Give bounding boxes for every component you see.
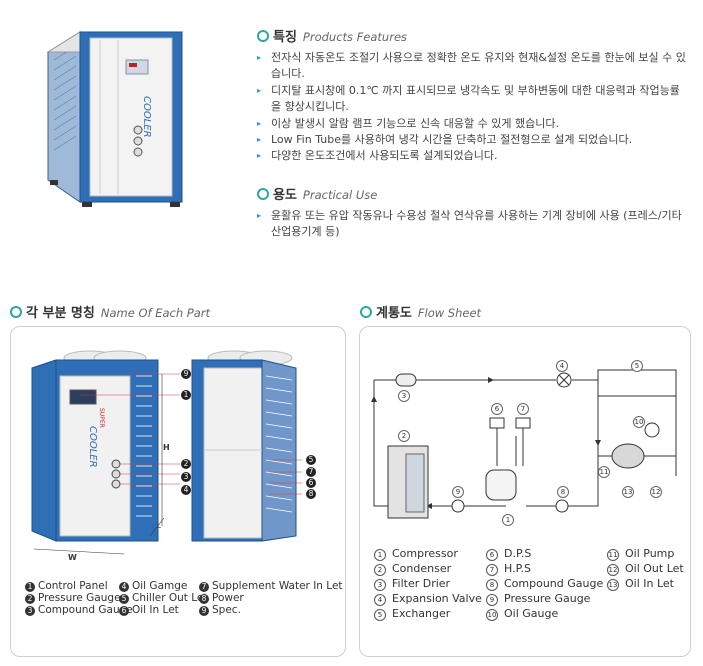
flow-num: 12: [650, 486, 662, 498]
flow-diagram: [371, 369, 677, 519]
dim-h-label: H: [163, 443, 170, 452]
part-marker: 1: [181, 390, 191, 400]
dim-l-label: L: [157, 522, 161, 530]
flow-num: 7: [517, 403, 529, 415]
part-marker: 5: [306, 455, 316, 465]
usage-heading: 용도 Practical Use: [257, 184, 377, 203]
section-ring-icon: [10, 306, 22, 318]
parts-heading: 각 부분 명칭 Name Of Each Part: [10, 302, 210, 321]
flow-num: 2: [398, 430, 410, 442]
flow-num: 6: [491, 403, 503, 415]
part-marker: 8: [306, 489, 316, 499]
parts-diagram: SUPER COOLER H L W: [31, 350, 302, 562]
usage-list: 윤활유 또는 유압 작동유나 수용성 절삭 연삭유를 사용하는 기계 장비에 사…: [257, 208, 687, 241]
flow-title-en: Flow Sheet: [417, 306, 482, 320]
features-list: 전자식 자동온도 조절기 사용으로 정확한 온도 유지와 현재&설정 온도를 한…: [257, 50, 687, 165]
flow-num: 13: [622, 486, 634, 498]
parts-title-ko: 각 부분 명칭: [26, 306, 95, 321]
part-marker: 6: [306, 478, 316, 488]
product-photo: COOLER: [46, 31, 184, 207]
dim-w-label: W: [68, 553, 77, 562]
features-item: Low Fin Tube를 사용하여 냉각 시간을 단축하고 절전형으로 설계 …: [257, 132, 687, 149]
product-photo-label: COOLER: [141, 96, 152, 138]
flow-num: 1: [502, 514, 514, 526]
flow-num: 4: [556, 360, 568, 372]
features-item: 디지탈 표시창에 0.1℃ 까지 표시되므로 냉각속도 및 부하변동에 대한 대…: [257, 83, 687, 116]
section-ring-icon: [257, 188, 269, 200]
part-marker: 9: [181, 369, 191, 379]
front-brand-text: SUPER: [98, 408, 105, 428]
flow-title-ko: 계통도: [376, 306, 412, 321]
flow-num: 9: [452, 486, 464, 498]
features-item: 전자식 자동온도 조절기 사용으로 정확한 온도 유지와 현재&설정 온도를 한…: [257, 50, 687, 83]
section-ring-icon: [360, 306, 372, 318]
usage-item: 윤활유 또는 유압 작동유나 수용성 절삭 연삭유를 사용하는 기계 장비에 사…: [257, 208, 687, 241]
section-ring-icon: [257, 30, 269, 42]
flow-num: 8: [557, 486, 569, 498]
flow-num: 5: [631, 360, 643, 372]
flow-heading: 계통도 Flow Sheet: [360, 302, 481, 321]
usage-title-ko: 용도: [273, 188, 297, 203]
features-heading: 특징 Products Features: [257, 26, 407, 45]
front-cooler-text: COOLER: [87, 426, 98, 468]
usage-title-en: Practical Use: [302, 188, 378, 202]
features-title-ko: 특징: [273, 30, 297, 45]
features-title-en: Products Features: [302, 30, 408, 44]
part-marker: 4: [181, 485, 191, 495]
features-item: 이상 발생시 알람 램프 기능으로 신속 대응할 수 있게 했습니다.: [257, 116, 687, 133]
flow-num: 10: [633, 416, 645, 428]
part-marker: 3: [181, 472, 191, 482]
part-marker: 2: [181, 459, 191, 469]
flow-num: 3: [398, 390, 410, 402]
parts-title-en: Name Of Each Part: [100, 306, 210, 320]
flow-num: 11: [598, 466, 610, 478]
features-item: 다양한 온도조건에서 사용되도록 설계되었습니다.: [257, 148, 687, 165]
part-marker: 7: [306, 467, 316, 477]
